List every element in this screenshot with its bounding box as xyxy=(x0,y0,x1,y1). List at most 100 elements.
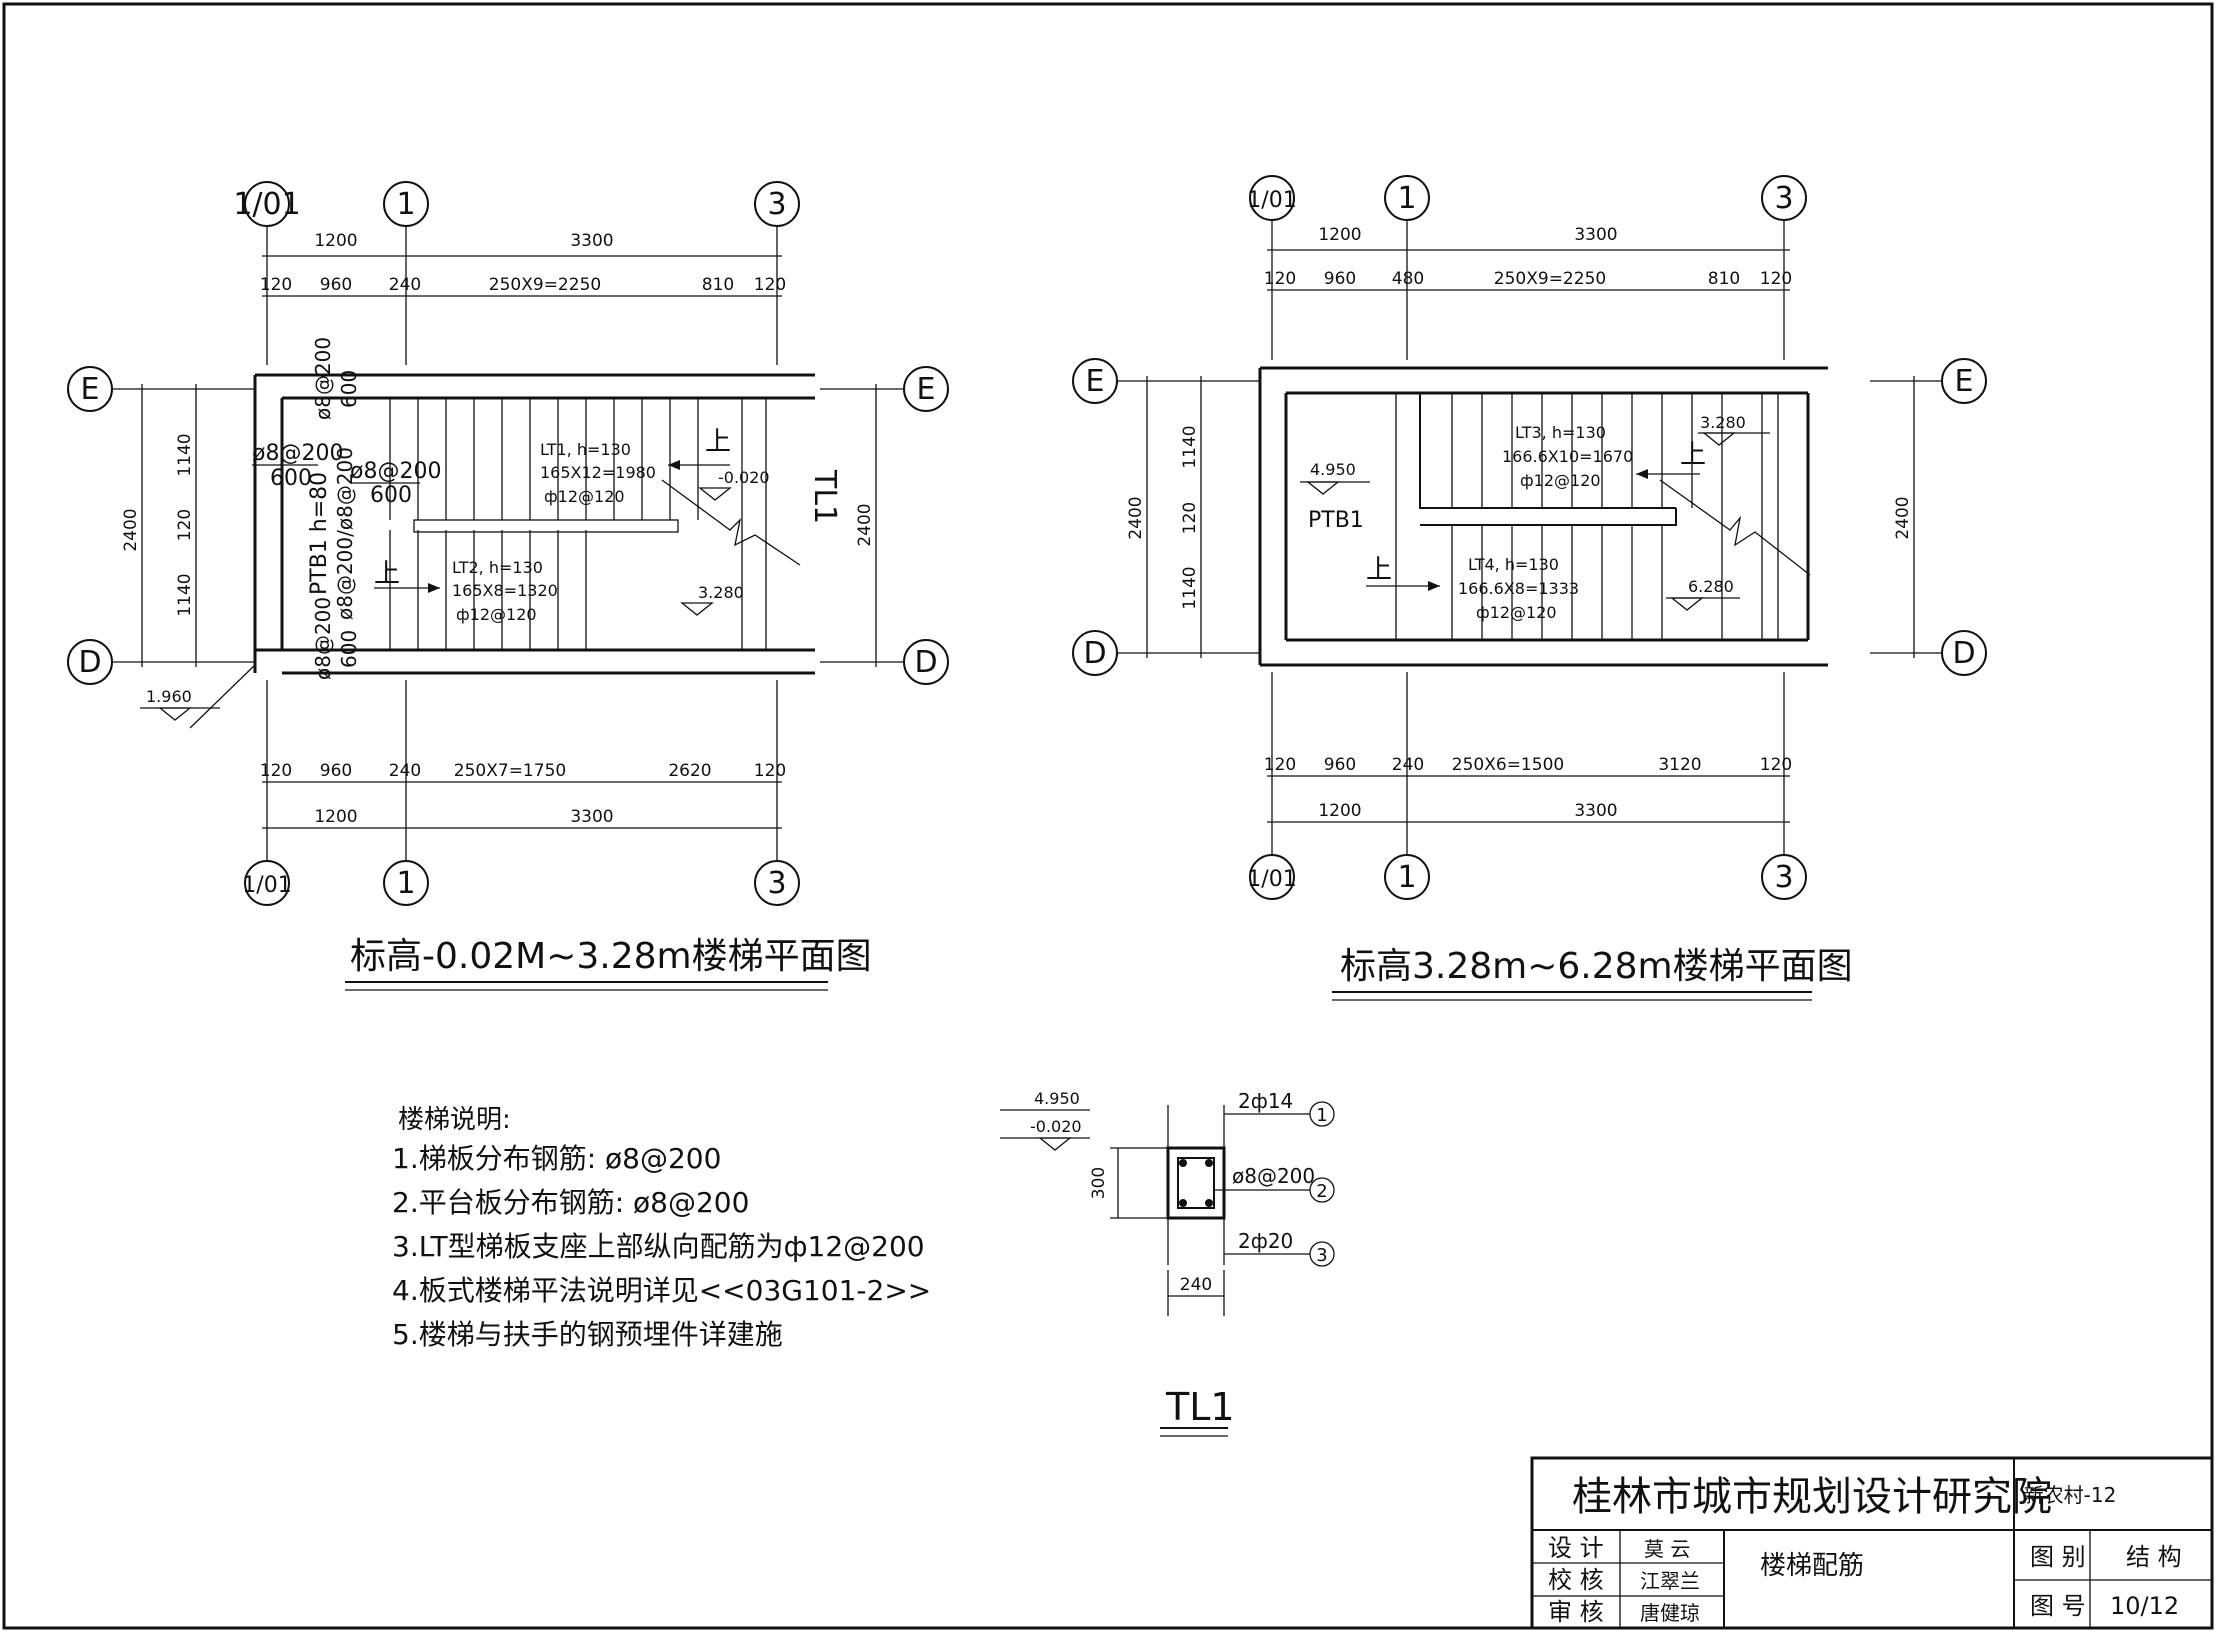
axis-label: 1/01 xyxy=(242,873,291,898)
ptb-label: PTB1 h=80 xyxy=(307,472,332,595)
lt-label: ф12@120 xyxy=(456,605,537,624)
axis-label: E xyxy=(917,372,936,407)
dim-text: 240 xyxy=(1392,755,1424,775)
lt-label: ф12@120 xyxy=(544,487,625,506)
dim-text: 810 xyxy=(1708,269,1740,289)
dim-text: 3300 xyxy=(570,807,613,827)
category-value: 结 构 xyxy=(2126,1543,2182,1571)
dim-text: 2620 xyxy=(668,761,711,781)
dim-text: 120 xyxy=(1180,502,1200,534)
dim-text: 960 xyxy=(1324,269,1356,289)
dim-text: 3300 xyxy=(1574,225,1617,245)
ptb-label: PTB1 xyxy=(1308,508,1364,533)
dim-text: 960 xyxy=(1324,755,1356,775)
dim-text: 120 xyxy=(260,275,292,295)
lt-label: 166.6X8=1333 xyxy=(1458,579,1579,598)
number-label: 图 号 xyxy=(2030,1592,2086,1620)
axis-label: 1/01 xyxy=(1247,867,1296,892)
stair-plan-2: 1/01 1 3 1200 3300 120 960 480 250X9=225… xyxy=(1072,175,1987,1001)
rebar-label: 600 xyxy=(370,483,412,508)
dim-text: 120 xyxy=(1264,755,1296,775)
rebar-label: ø8@200 xyxy=(1232,1164,1315,1188)
rebar-label: ø8@200 xyxy=(311,337,335,420)
dim-text: 240 xyxy=(1180,1275,1212,1295)
callout-number: 2 xyxy=(1316,1181,1327,1202)
elevation-label: 3.280 xyxy=(698,583,744,602)
plan-title: 标高-0.02M~3.28m楼梯平面图 xyxy=(350,936,872,977)
dim-text: 480 xyxy=(1392,269,1424,289)
lt-label: ф12@120 xyxy=(1476,603,1557,622)
lt-label: LT3, h=130 xyxy=(1515,423,1606,442)
rebar-label: 2ф14 xyxy=(1238,1089,1293,1113)
dim-text: 1140 xyxy=(1180,566,1200,609)
note-item: 2.平台板分布钢筋: ø8@200 xyxy=(392,1186,749,1219)
dim-text: 1200 xyxy=(314,231,357,251)
lt-label: LT2, h=130 xyxy=(452,558,543,577)
dim-text: 240 xyxy=(389,275,421,295)
axis-label: 1 xyxy=(396,187,415,222)
dim-text: 120 xyxy=(1760,755,1792,775)
dim-text: 2400 xyxy=(121,508,141,551)
title-block: 桂林市城市规划设计研究院 新农村-12 设 计 莫 云 校 核 江翠兰 审 核 … xyxy=(1530,1456,2214,1630)
axis-label: E xyxy=(1086,364,1105,399)
rebar-label: 600 xyxy=(337,630,361,668)
stair-notes: 楼梯说明: 1.梯板分布钢筋: ø8@200 2.平台板分布钢筋: ø8@200… xyxy=(392,1105,931,1351)
rebar-label: 2ф20 xyxy=(1238,1229,1293,1253)
elevation-label: 4.950 xyxy=(1310,460,1356,479)
lt-label: 165X12=1980 xyxy=(540,463,656,482)
dim-text: 2400 xyxy=(1893,496,1913,539)
axis-label: E xyxy=(1955,364,1974,399)
axis-label: D xyxy=(914,645,937,680)
section-title: TL1 xyxy=(1165,1385,1235,1429)
elevation-label: -0.020 xyxy=(1030,1117,1082,1136)
stair-plan-1: 1/01 1 3 1200 3300 120 960 240 250X9=225… xyxy=(67,181,949,991)
axis-label: 3 xyxy=(1774,860,1793,895)
up-arrow-label: 上 xyxy=(705,427,731,457)
lt-label: 166.6X10=1670 xyxy=(1502,447,1633,466)
lt-label: ф12@120 xyxy=(1520,471,1601,490)
elevation-label: 4.950 xyxy=(1034,1089,1080,1108)
dim-text: 120 xyxy=(175,509,195,541)
dim-text: 1200 xyxy=(1318,801,1361,821)
dim-text: 2400 xyxy=(855,503,875,546)
dim-text: 960 xyxy=(320,275,352,295)
axis-label: D xyxy=(78,645,101,680)
up-arrow-label: 上 xyxy=(1366,555,1392,585)
axis-label: 1 xyxy=(1397,181,1416,216)
dim-text: 960 xyxy=(320,761,352,781)
dim-text: 120 xyxy=(754,275,786,295)
lt-label: LT4, h=130 xyxy=(1468,555,1559,574)
dim-text: 1140 xyxy=(1180,425,1200,468)
role-label: 审 核 xyxy=(1548,1598,1604,1626)
dim-text: 250X9=2250 xyxy=(489,275,601,295)
dim-text: 3300 xyxy=(570,231,613,251)
note-item: 5.楼梯与扶手的钢预埋件详建施 xyxy=(392,1318,783,1351)
axis-label: 1/01 xyxy=(1247,188,1296,213)
axis-label: 3 xyxy=(767,187,786,222)
role-label: 校 核 xyxy=(1548,1566,1604,1594)
rebar-label: ø8@200 xyxy=(350,459,441,484)
rebar-label: ø8@200 xyxy=(311,597,335,680)
role-name: 莫 云 xyxy=(1644,1537,1690,1561)
note-item: 4.板式楼梯平法说明详见<<03G101-2>> xyxy=(392,1274,931,1307)
dim-text: 3120 xyxy=(1658,755,1701,775)
note-item: 1.梯板分布钢筋: ø8@200 xyxy=(392,1142,721,1175)
notes-heading: 楼梯说明: xyxy=(398,1105,511,1135)
elevation-label: 1.960 xyxy=(146,687,192,706)
dim-text: 300 xyxy=(1089,1167,1109,1199)
dim-text: 240 xyxy=(389,761,421,781)
elevation-label: -0.020 xyxy=(718,468,770,487)
elevation-label: 3.280 xyxy=(1700,413,1746,432)
role-label: 设 计 xyxy=(1548,1534,1604,1562)
axis-label: D xyxy=(1083,636,1106,671)
dim-text: 1140 xyxy=(175,573,195,616)
up-arrow-label: 上 xyxy=(374,559,400,589)
dim-text: 1140 xyxy=(175,433,195,476)
axis-label: 1 xyxy=(396,866,415,901)
rebar-label: 600 xyxy=(337,370,361,408)
dim-text: 2400 xyxy=(1126,496,1146,539)
callout-number: 3 xyxy=(1316,1245,1327,1266)
dim-text: 250X6=1500 xyxy=(1452,755,1564,775)
dim-text: 810 xyxy=(702,275,734,295)
